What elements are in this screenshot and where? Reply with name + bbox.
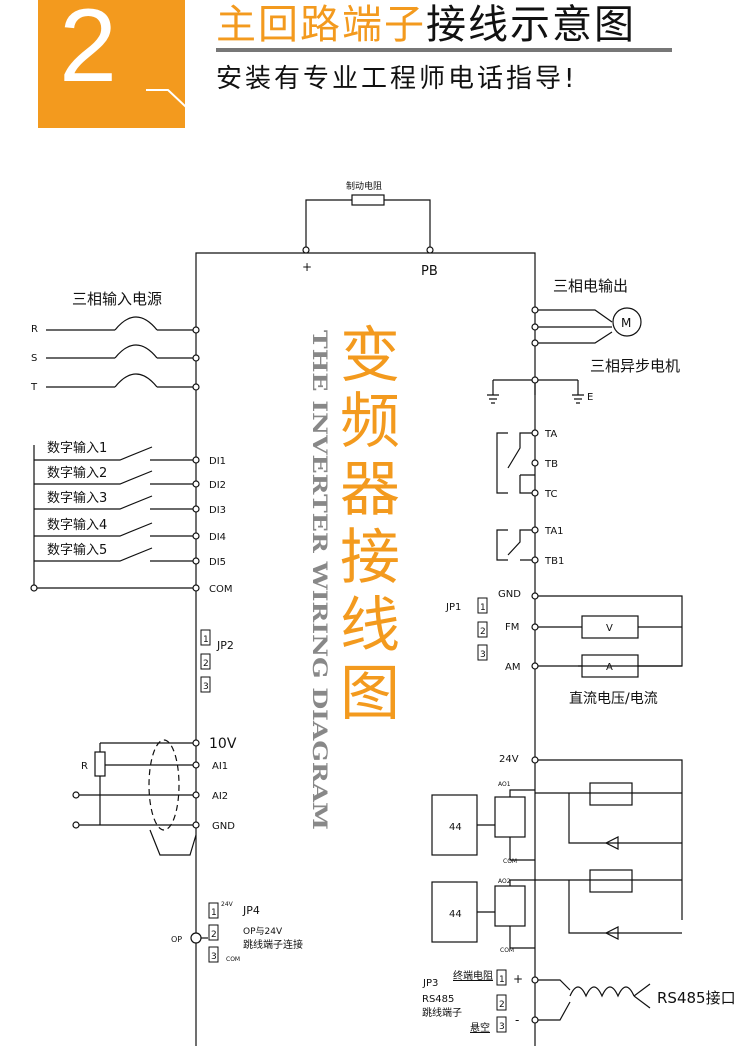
jp1-pin-1: 1 xyxy=(480,603,486,613)
di5-terminal: DI5 xyxy=(209,557,226,568)
di2-terminal: DI2 xyxy=(209,480,226,491)
jp4-com: COM xyxy=(226,956,240,963)
24v-terminal: 24V xyxy=(499,754,519,765)
am-terminal: AM xyxy=(505,662,520,673)
di1-terminal: DI1 xyxy=(209,456,226,467)
ammeter-label: A xyxy=(606,662,613,673)
digital-input-1: 数字输入1 xyxy=(47,440,107,456)
rs485-minus: - xyxy=(515,1013,519,1027)
jumper-terminal-label: 跳线端子 xyxy=(422,1006,462,1019)
center-title-char-3: 器 xyxy=(340,455,400,525)
terminal-resistor-label: 终端电阻 xyxy=(453,969,493,982)
jp1-pin-2: 2 xyxy=(480,627,486,637)
pb-terminal-label: PB xyxy=(421,264,438,279)
di4-terminal: DI4 xyxy=(209,532,226,543)
earth-label: E xyxy=(587,392,593,403)
ao1-com-label: COM xyxy=(503,858,517,865)
motor-output-label: 三相电输出 xyxy=(553,277,628,295)
ao2-label: AO2 xyxy=(498,878,511,885)
digital-input-3: 数字输入3 xyxy=(47,490,107,506)
center-title-char-6: 图 xyxy=(340,659,400,729)
jp3-pin-2: 2 xyxy=(499,1000,505,1010)
gnd-right-terminal: GND xyxy=(498,589,521,600)
jp4-pin-2: 2 xyxy=(211,930,217,940)
jp1-pin-3: 3 xyxy=(480,650,486,660)
center-title-char-5: 线 xyxy=(340,591,400,661)
motor-label: 三相异步电机 xyxy=(590,357,680,375)
jp2-pin-2: 2 xyxy=(203,659,209,669)
rs485-plus: + xyxy=(513,972,523,986)
potentiometer-r: R xyxy=(81,761,88,772)
relay-ta: TA xyxy=(544,429,557,440)
page-title: 主回路端子接线示意图 xyxy=(216,2,636,48)
jp4-label: JP4 xyxy=(242,904,260,917)
header-number: 2 xyxy=(59,0,117,104)
title-orange-part: 主回路端子 xyxy=(216,2,426,48)
page-subtitle: 安装有专业工程师电话指导! xyxy=(216,64,578,94)
ai1-terminal: AI1 xyxy=(212,761,228,772)
jp4-pin-3: 3 xyxy=(211,952,217,962)
op-terminal: OP xyxy=(171,935,182,944)
rs485-label: RS485 xyxy=(422,994,454,1005)
gnd-terminal: GND xyxy=(212,821,235,832)
opto1-label: 44 xyxy=(449,822,462,833)
badge-slash-decoration xyxy=(146,89,203,122)
10v-terminal: 10V xyxy=(209,736,237,752)
title-black-part: 接线示意图 xyxy=(426,2,636,48)
ai2-terminal: AI2 xyxy=(212,791,228,802)
di3-terminal: DI3 xyxy=(209,505,226,516)
opto2-label: 44 xyxy=(449,909,462,920)
jp4-pin-1: 1 xyxy=(211,908,217,918)
phase-r: R xyxy=(31,324,38,335)
ao1-label: AO1 xyxy=(498,781,511,788)
rs485-port-label: RS485接口 xyxy=(657,989,736,1007)
jp3-pin-3: 3 xyxy=(499,1022,505,1032)
jp2-pin-3: 3 xyxy=(203,682,209,692)
relay-ta1: TA1 xyxy=(544,526,564,537)
com-terminal: COM xyxy=(209,584,232,595)
phase-s: S xyxy=(31,353,37,364)
jp3-pin-1: 1 xyxy=(499,975,505,985)
motor-symbol: M xyxy=(621,316,631,330)
digital-input-2: 数字输入2 xyxy=(47,465,107,481)
jp1-label: JP1 xyxy=(445,602,461,613)
center-english-title: THE INVERTER WIRING DIAGRAM xyxy=(308,330,332,830)
header-number-badge: 2 xyxy=(38,0,203,128)
input-power-label: 三相输入电源 xyxy=(72,290,162,308)
jp2-label: JP2 xyxy=(216,639,234,652)
digital-input-5: 数字输入5 xyxy=(47,542,107,558)
center-title-char-4: 接 xyxy=(340,523,400,593)
jp2-pin-1: 1 xyxy=(203,635,209,645)
relay-tb: TB xyxy=(544,459,558,470)
floating-label: 悬空 xyxy=(470,1021,490,1034)
center-title-char-2: 频 xyxy=(340,387,400,457)
relay-tc: TC xyxy=(544,489,558,500)
dc-output-label: 直流电压/电流 xyxy=(569,690,658,707)
plus-terminal-label: + xyxy=(302,260,312,274)
jp4-note-2: 跳线端子连接 xyxy=(243,938,303,951)
relay-tb1: TB1 xyxy=(544,556,564,567)
title-underline xyxy=(216,48,672,52)
brake-resistor-label: 制动电阻 xyxy=(346,180,382,192)
ao2-com-label: COM xyxy=(500,947,514,954)
digital-input-4: 数字输入4 xyxy=(47,517,107,533)
jp4-24v: 24V xyxy=(221,901,234,908)
phase-t: T xyxy=(30,382,38,393)
voltmeter-label: V xyxy=(606,623,613,634)
jp3-label: JP3 xyxy=(422,978,438,989)
fm-terminal: FM xyxy=(505,622,519,633)
jp4-note-1: OP与24V xyxy=(243,926,283,937)
center-title-char-1: 变 xyxy=(340,321,400,391)
